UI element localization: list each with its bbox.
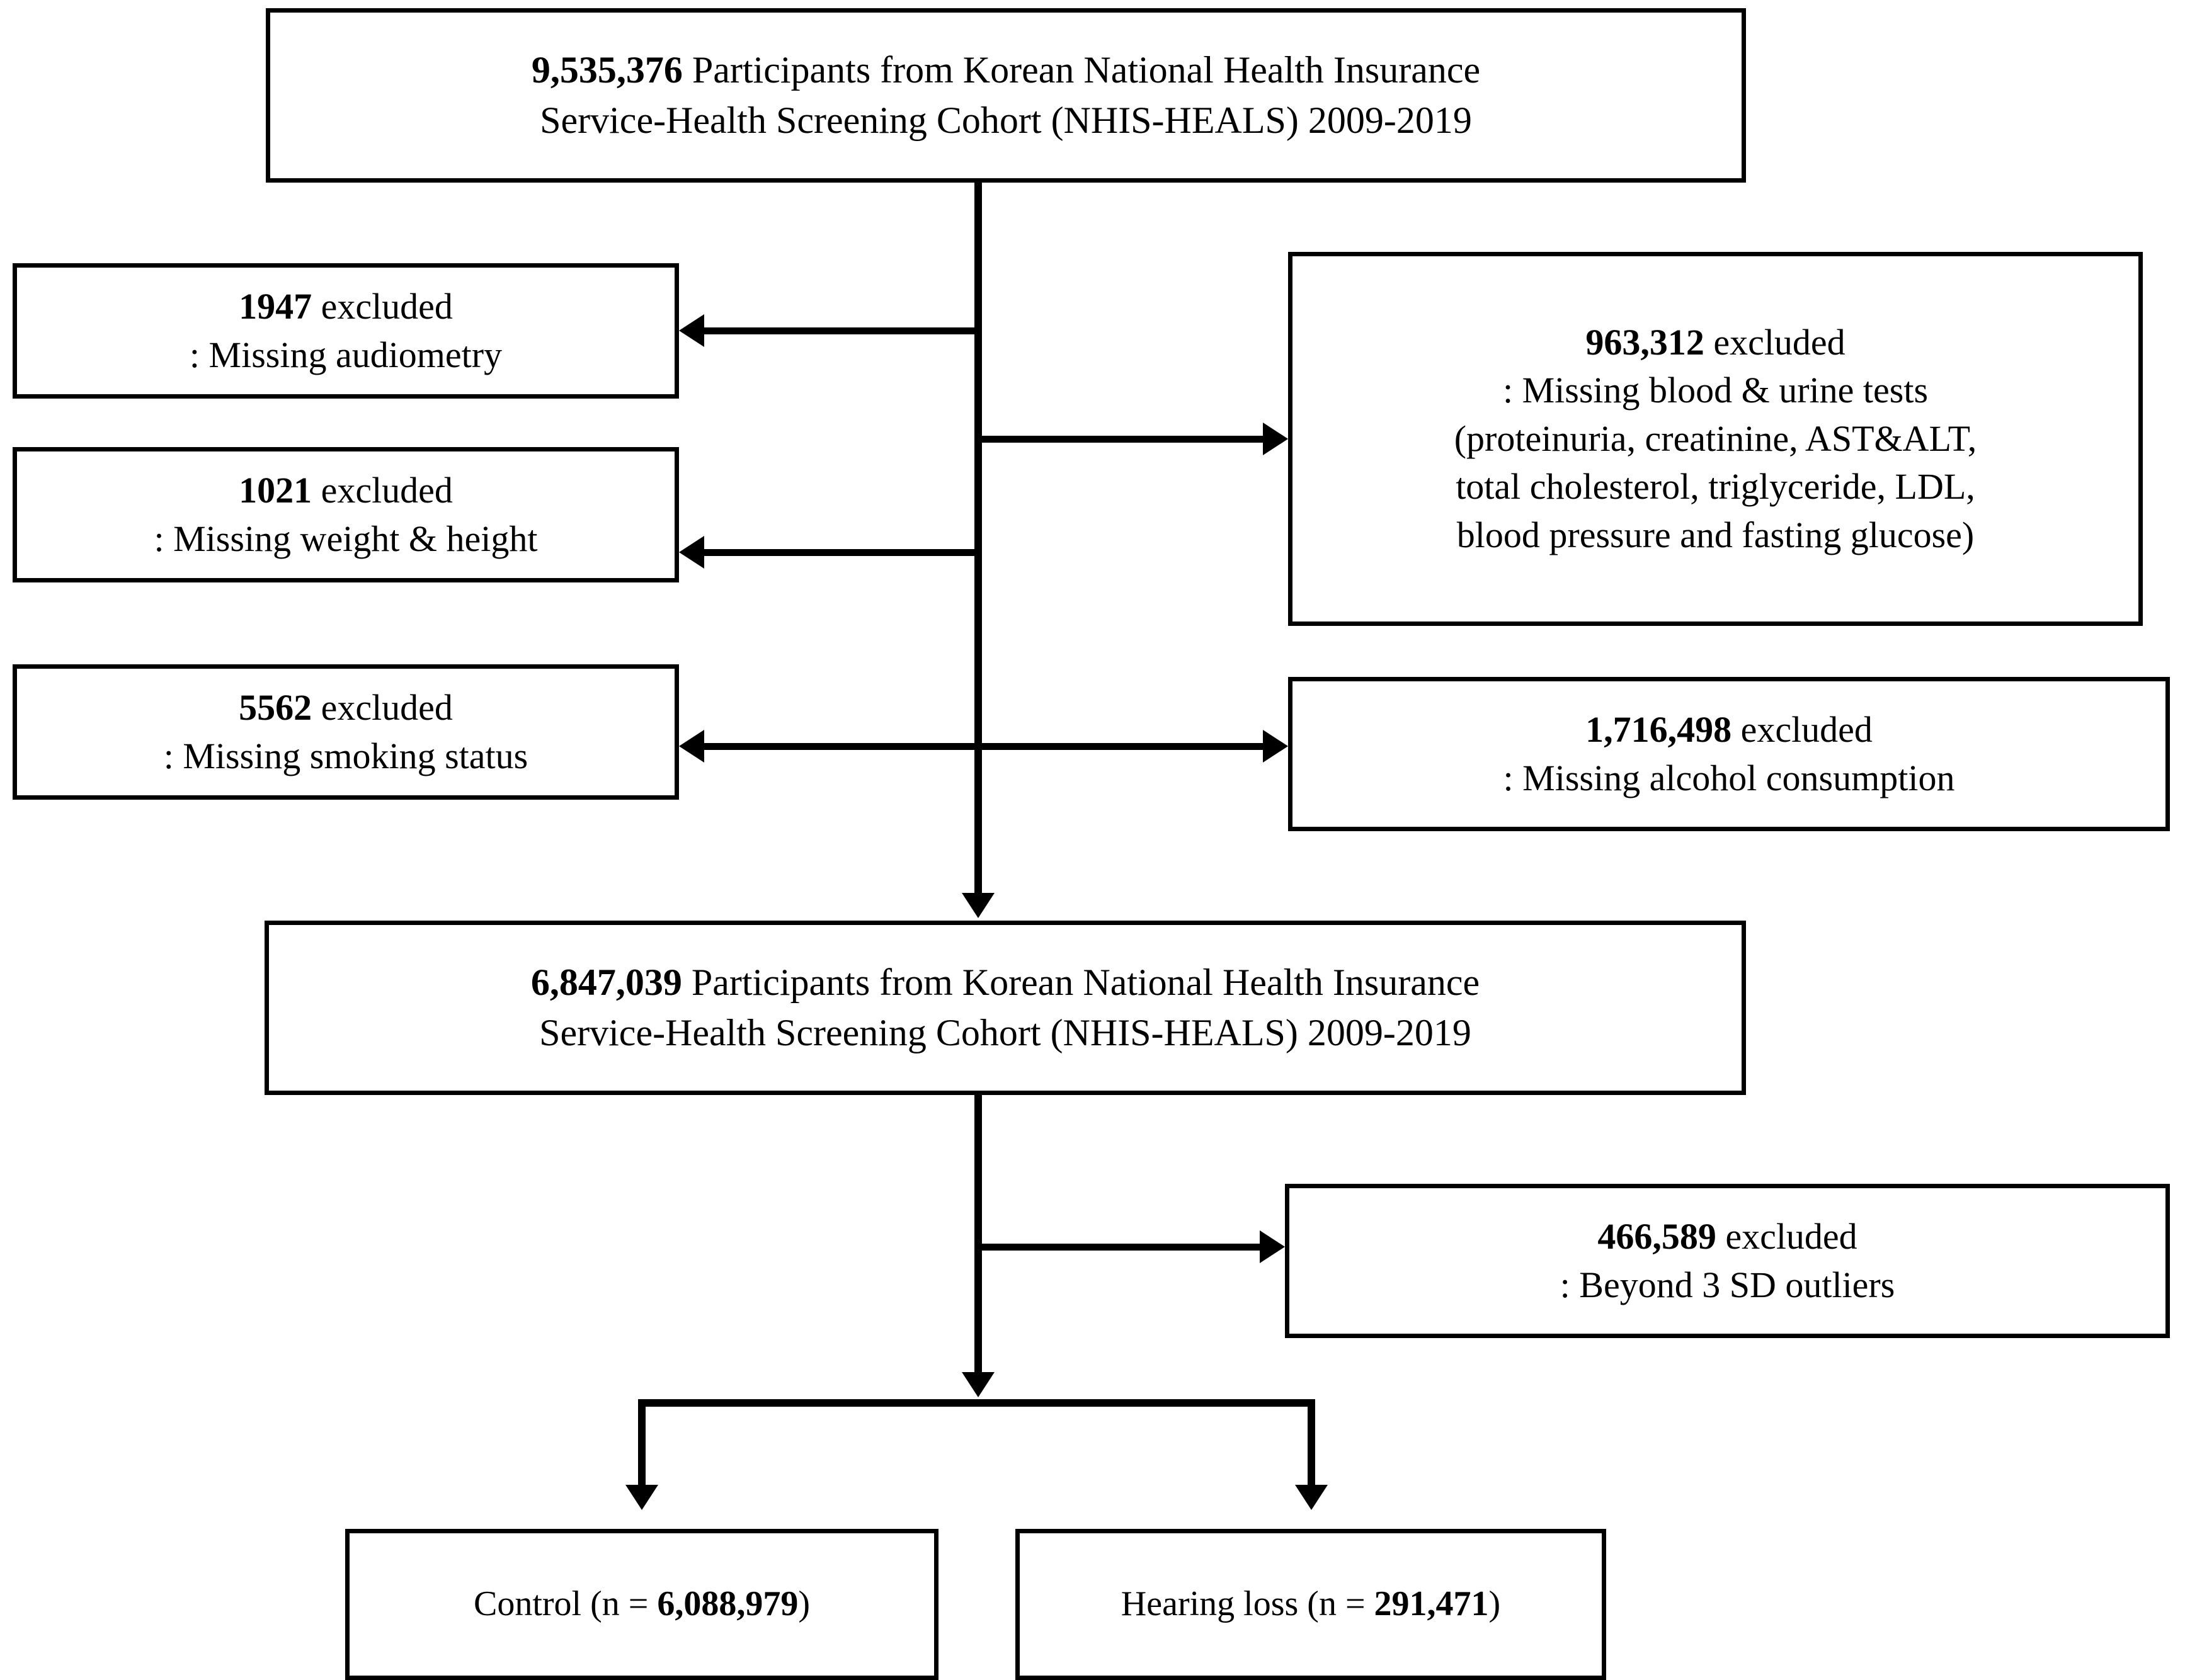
excl-outliers-count-suffix: excluded [1716, 1215, 1857, 1257]
node-eligible-cohort: 6,847,039 Participants from Korean Natio… [265, 921, 1746, 1095]
excl-blood-urine-count-line: 963,312 excluded [1585, 319, 1845, 367]
arrow-to-group-hearing-loss [1295, 1485, 1328, 1510]
node-group-hearing-loss: Hearing loss (n = 291,471) [1015, 1529, 1606, 1680]
group-hearing-loss-count: 291,471 [1374, 1584, 1489, 1624]
node-excl-weight-height: 1021 excluded : Missing weight & height [13, 447, 679, 582]
connector-to-excl-audiometry [704, 327, 978, 334]
arrow-to-excl-alcohol [1263, 730, 1288, 763]
arrow-to-excl-blood-urine [1263, 423, 1288, 455]
excl-audiometry-count-line: 1947 excluded [239, 283, 453, 331]
group-control-count: 6,088,979 [657, 1584, 799, 1624]
connector-to-excl-weight-height [704, 549, 978, 556]
excl-alcohol-reason: : Missing alcohol consumption [1503, 757, 1955, 798]
eligible-cohort-line1-rest: Participants from Korean National Health… [682, 962, 1480, 1004]
excl-blood-urine-count: 963,312 [1585, 321, 1704, 363]
node-excl-alcohol: 1,716,498 excluded : Missing alcohol con… [1288, 677, 2170, 831]
split-left-drop [638, 1399, 646, 1487]
group-control-label-prefix: Control (n = [473, 1584, 658, 1624]
source-cohort-line2: Service-Health Screening Cohort (NHIS-HE… [540, 99, 1472, 141]
arrow-to-excl-outliers [1260, 1230, 1285, 1263]
eligible-cohort-count: 6,847,039 [530, 962, 682, 1004]
node-excl-blood-urine: 963,312 excluded : Missing blood & urine… [1288, 252, 2143, 626]
excl-alcohol-count-suffix: excluded [1731, 708, 1873, 750]
node-excl-audiometry: 1947 excluded : Missing audiometry [13, 263, 679, 399]
excl-smoking-count-suffix: excluded [312, 686, 453, 728]
excl-outliers-reason: : Beyond 3 SD outliers [1560, 1264, 1895, 1305]
connector-to-excl-smoking [704, 743, 978, 750]
group-hearing-loss-label-prefix: Hearing loss (n = [1121, 1584, 1374, 1624]
arrow-to-excl-smoking [679, 730, 704, 763]
group-control-label-suffix: ) [798, 1584, 810, 1624]
excl-audiometry-count-suffix: excluded [312, 285, 453, 327]
trunk-arrow-to-split [962, 1372, 995, 1397]
group-hearing-loss-label: Hearing loss (n = 291,471) [1121, 1581, 1500, 1628]
excl-weight-height-count: 1021 [239, 469, 312, 511]
excl-blood-urine-reason-line4: blood pressure and fasting glucose) [1456, 514, 1975, 555]
arrow-to-excl-weight-height [679, 536, 704, 569]
source-cohort-line1: 9,535,376 Participants from Korean Natio… [532, 45, 1480, 95]
eligible-cohort-line2: Service-Health Screening Cohort (NHIS-HE… [539, 1011, 1471, 1053]
excl-blood-urine-reason-line2: (proteinuria, creatinine, AST&ALT, [1454, 417, 1977, 459]
group-control-label: Control (n = 6,088,979) [474, 1581, 810, 1628]
excl-weight-height-reason: : Missing weight & height [154, 518, 538, 559]
arrow-to-excl-audiometry [679, 314, 704, 347]
excl-outliers-count: 466,589 [1597, 1215, 1716, 1257]
excl-smoking-reason: : Missing smoking status [163, 735, 528, 776]
excl-blood-urine-reason-line1: : Missing blood & urine tests [1502, 370, 1929, 411]
excl-weight-height-count-suffix: excluded [312, 469, 453, 511]
excl-outliers-count-line: 466,589 excluded [1597, 1213, 1857, 1261]
trunk-line-upper [974, 183, 982, 895]
excl-audiometry-reason: : Missing audiometry [189, 334, 503, 375]
excl-smoking-count-line: 5562 excluded [239, 684, 453, 732]
node-excl-smoking: 5562 excluded : Missing smoking status [13, 664, 679, 800]
excl-weight-height-count-line: 1021 excluded [239, 467, 453, 515]
source-cohort-line1-rest: Participants from Korean National Health… [682, 49, 1481, 91]
split-bar [638, 1399, 1315, 1407]
excl-blood-urine-count-suffix: excluded [1704, 321, 1846, 363]
node-source-cohort: 9,535,376 Participants from Korean Natio… [266, 8, 1746, 183]
excl-blood-urine-reason-line3: total cholesterol, triglyceride, LDL, [1456, 466, 1975, 508]
excl-alcohol-count-line: 1,716,498 excluded [1585, 706, 1873, 754]
excl-alcohol-count: 1,716,498 [1585, 708, 1732, 750]
arrow-to-group-control [625, 1485, 658, 1510]
source-cohort-count: 9,535,376 [531, 49, 683, 91]
connector-to-excl-alcohol [978, 743, 1263, 750]
excl-audiometry-count: 1947 [239, 285, 312, 327]
eligible-cohort-line1: 6,847,039 Participants from Korean Natio… [531, 958, 1480, 1007]
connector-to-excl-outliers [978, 1244, 1260, 1251]
node-excl-outliers: 466,589 excluded : Beyond 3 SD outliers [1285, 1184, 2170, 1338]
group-hearing-loss-label-suffix: ) [1488, 1584, 1501, 1624]
trunk-arrow-to-eligible [962, 893, 995, 918]
trunk-line-lower [974, 1095, 982, 1375]
connector-to-excl-blood-urine [978, 436, 1263, 443]
node-group-control: Control (n = 6,088,979) [345, 1529, 938, 1680]
excl-smoking-count: 5562 [239, 686, 312, 728]
split-right-drop [1308, 1399, 1315, 1487]
